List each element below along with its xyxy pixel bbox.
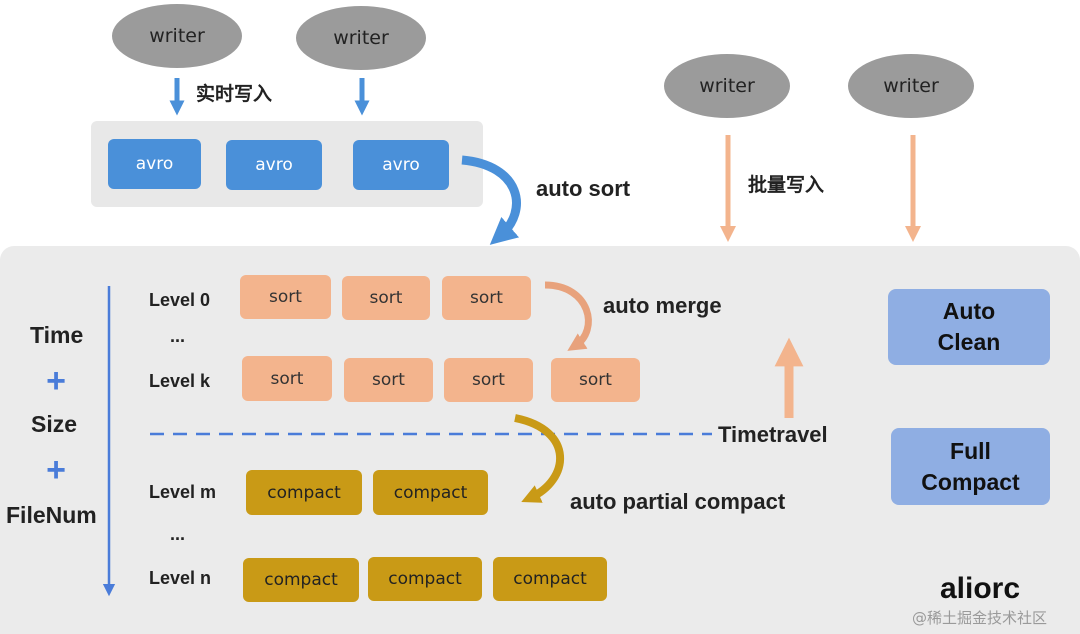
writer-node-1: writer: [112, 4, 242, 68]
level-0-label: Level 0: [149, 290, 211, 310]
sort-box: sort: [344, 358, 433, 402]
compact-box: compact: [373, 470, 488, 515]
writer-node-2: writer: [296, 6, 426, 70]
sort-box: sort: [444, 358, 533, 402]
auto-clean-line2: Clean: [937, 329, 1001, 355]
realtime-write-label: 实时写入: [196, 83, 273, 105]
sort-box: sort: [342, 276, 430, 320]
timetravel-label: Timetravel: [718, 422, 828, 447]
level-ellipsis: ...: [170, 524, 186, 544]
sort-box: sort: [242, 356, 332, 401]
axis-size-label: Size: [31, 411, 78, 437]
compact-box: compact: [243, 558, 359, 602]
watermark-text: @稀土掘金技术社区: [912, 609, 1048, 627]
writer-label: writer: [699, 75, 755, 97]
level-n-label: Level n: [149, 568, 212, 588]
avro-box: avro: [353, 140, 449, 190]
auto-sort-arrow: [461, 155, 521, 245]
writer-node-3: writer: [664, 54, 790, 118]
compact-box: compact: [368, 557, 482, 601]
writer-label: writer: [149, 25, 205, 47]
avro-box: avro: [226, 140, 322, 190]
sort-box: sort: [240, 275, 331, 319]
auto-merge-label: auto merge: [603, 293, 722, 318]
writer-node-4: writer: [848, 54, 974, 118]
plus-icon: +: [46, 451, 66, 489]
plus-icon: +: [46, 362, 66, 400]
axis-time-label: Time: [30, 322, 84, 348]
sort-box: sort: [551, 358, 640, 402]
axis-filenum-label: FileNum: [6, 502, 97, 528]
batch-write-label: 批量写入: [748, 174, 825, 196]
compact-box: compact: [246, 470, 362, 515]
auto-partial-compact-arrow: [514, 414, 565, 503]
full-compact-line1: Full: [950, 437, 991, 464]
auto-clean-box: Auto Clean: [888, 289, 1050, 365]
auto-clean-line1: Auto: [942, 298, 996, 324]
avro-box: avro: [108, 139, 201, 189]
writer-label: writer: [333, 27, 389, 49]
full-compact-box: Full Compact: [891, 428, 1050, 505]
level-k-label: Level k: [149, 371, 211, 391]
compact-box: compact: [493, 557, 607, 601]
auto-sort-label: auto sort: [536, 176, 631, 201]
level-ellipsis: ...: [170, 326, 186, 346]
writer-label: writer: [883, 75, 939, 97]
aliorc-brand-label: aliorc: [940, 572, 1021, 605]
sort-box: sort: [442, 276, 531, 320]
full-compact-line2: Compact: [921, 468, 1020, 495]
auto-partial-compact-label: auto partial compact: [570, 489, 786, 514]
level-m-label: Level m: [149, 482, 217, 502]
auto-merge-arrow: [544, 281, 592, 351]
